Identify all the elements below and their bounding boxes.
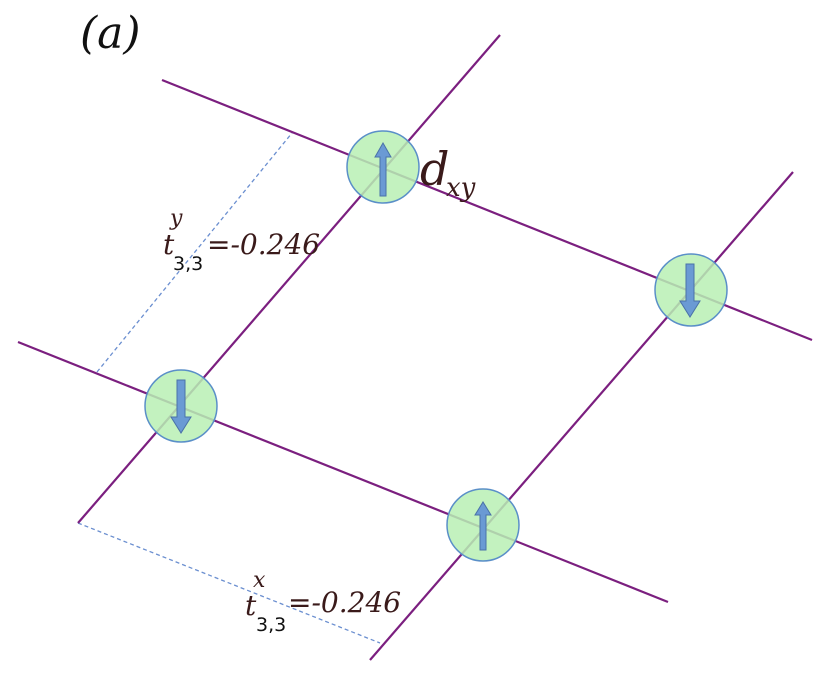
- hopping-x-symbol: t: [245, 589, 257, 622]
- hopping-y-symbol: t: [163, 228, 175, 261]
- hopping-y-subscript: 3,3: [173, 253, 203, 275]
- hopping-y-value: =-0.246: [207, 228, 320, 261]
- site-left: [144, 369, 218, 443]
- hopping-x-label: x t 3,3 =-0.246: [245, 568, 401, 636]
- spin-up-arrow-icon: [374, 141, 392, 197]
- site-bottom: [446, 488, 520, 562]
- hopping-y-label: y t 3,3 =-0.246: [163, 206, 320, 275]
- hopping-x-value: =-0.246: [288, 586, 401, 619]
- hopping-x-subscript: 3,3: [256, 614, 286, 636]
- bond-line-right: [369, 171, 794, 661]
- guide-line-x: [77, 522, 381, 644]
- spin-down-arrow-icon: [170, 379, 192, 434]
- orbital-label-sub: xy: [446, 173, 476, 203]
- site-top: [346, 130, 420, 204]
- panel-label: (a): [80, 8, 141, 59]
- hopping-x-superscript: x: [253, 568, 266, 593]
- bond-line-bottom: [17, 340, 669, 604]
- site-right: [654, 253, 728, 327]
- hopping-y-superscript: y: [169, 206, 183, 231]
- orbital-label: d xy: [420, 142, 476, 203]
- bond-line-left: [77, 34, 501, 524]
- guide-line-y: [96, 132, 293, 373]
- spin-up-arrow-icon: [474, 501, 492, 551]
- spin-down-arrow-icon: [679, 263, 701, 318]
- orbital-label-main: d: [420, 142, 449, 196]
